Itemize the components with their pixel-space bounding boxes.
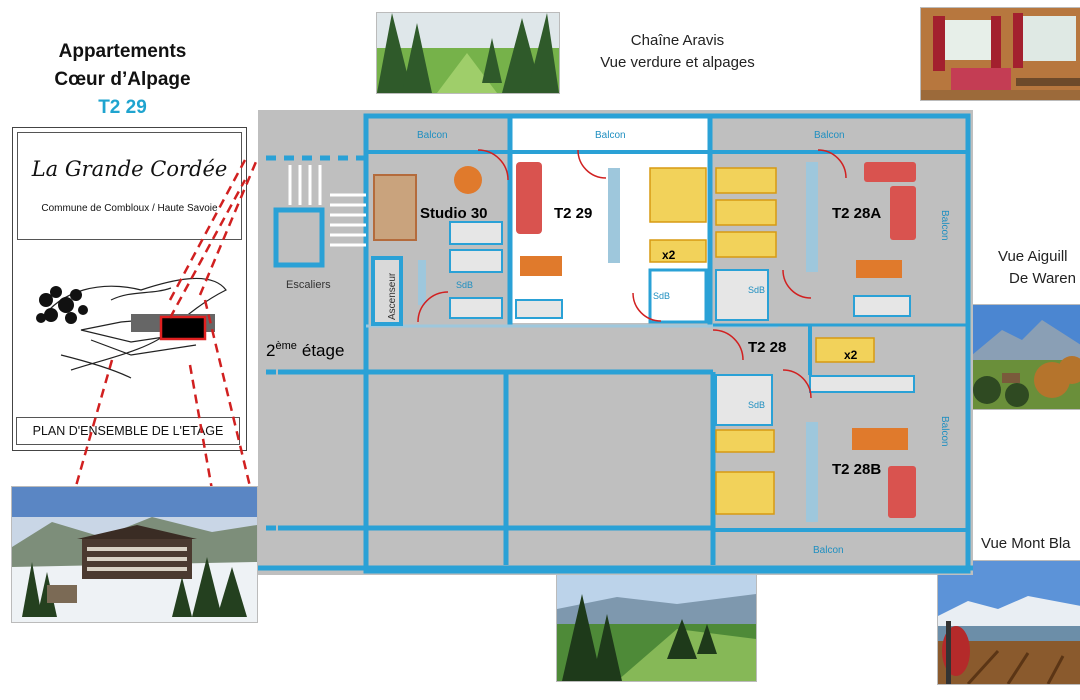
elevator — [371, 256, 403, 326]
sdb-label-t2-29: SdB — [653, 291, 670, 301]
t2-29-sofa — [516, 162, 542, 234]
floor-word: étage — [302, 341, 345, 360]
room-label-studio-30: Studio 30 — [420, 205, 488, 222]
room-label-t2-28: T2 28 — [748, 339, 786, 356]
brochure-header-box: La Grande Cordée Commune de Combloux / H… — [17, 132, 242, 240]
header-title: Appartements Cœur d’Alpage T2 29 — [20, 38, 225, 122]
building-sketch — [36, 277, 227, 379]
x2-label-t2-29: x2 — [662, 248, 676, 262]
brochure-card: La Grande Cordée Commune de Combloux / H… — [12, 127, 247, 451]
studio-bed — [373, 174, 417, 241]
studio-kitchen — [449, 221, 503, 245]
t2-28b-closet — [806, 422, 818, 522]
t2-29-table — [520, 256, 562, 276]
sdb-label-studio: SdB — [456, 280, 473, 290]
label-ascenseur: Ascenseur — [387, 272, 398, 320]
t2-28a-bed-1 — [715, 167, 777, 194]
aravis-caption-line2: Vue verdure et alpages — [600, 54, 755, 71]
aravis-caption: Chaîne Aravis Vue verdure et alpages — [590, 30, 765, 74]
t2-29-closet — [608, 168, 620, 263]
floor-superscript: ème — [275, 340, 296, 352]
t2-29-bathroom — [648, 268, 708, 324]
room-label-t2-29: T2 29 — [554, 205, 592, 222]
x2-label-t2-28: x2 — [844, 348, 858, 362]
t2-28a-table — [856, 260, 902, 278]
t2-28-kitchen — [809, 375, 915, 393]
balcon-label-t2-29: Balcon — [595, 130, 626, 141]
balcon-label-t2-28b: Balcon — [813, 545, 844, 556]
t2-28b-bed-2 — [715, 471, 775, 515]
balcon-label-studio: Balcon — [417, 130, 448, 141]
sdb-label-t2-28a: SdB — [748, 285, 765, 295]
aiguilles-photo — [971, 304, 1080, 410]
header-apartment-code: T2 29 — [98, 97, 147, 118]
balcon-label-east-2: Balcon — [939, 416, 950, 447]
aravis-caption-line1: Chaîne Aravis — [630, 32, 725, 49]
t2-28b-bed-1 — [715, 429, 775, 453]
t2-28b-table — [852, 428, 908, 450]
t2-28a-bed-2 — [715, 199, 777, 226]
t2-29-bunk — [649, 239, 707, 263]
header-line2: Cœur d’Alpage — [54, 69, 191, 90]
t2-28b-sofa — [888, 466, 916, 518]
sdb-label-t2-28b: SdB — [748, 400, 765, 410]
stairs — [273, 165, 366, 268]
t2-28a-closet — [806, 162, 818, 272]
header-line1: Appartements — [58, 41, 187, 62]
t2-29-kitchen — [515, 299, 563, 319]
interior-photo — [920, 7, 1080, 101]
brochure-script-title: La Grande Cordée — [31, 157, 228, 181]
aiguilles-caption-line1: Vue Aiguill — [998, 248, 1068, 265]
aiguilles-caption: Vue Aiguill De Waren — [998, 246, 1080, 290]
studio-table — [454, 166, 482, 194]
floor-plan: Studio 30 T2 29 T2 28A T2 28 T2 28B Esca… — [258, 110, 973, 575]
t2-28a-bed-3 — [715, 231, 777, 258]
label-escaliers: Escaliers — [286, 279, 331, 291]
hotel-photo — [11, 486, 258, 623]
floor-label: 2ème étage — [266, 340, 344, 360]
studio-bath — [449, 249, 503, 273]
t2-28b-bathroom — [715, 374, 773, 426]
t2-28a-sofa-2 — [890, 186, 916, 240]
t2-28a-kitchen — [853, 295, 911, 317]
meadow-photo — [556, 568, 757, 682]
t2-28-bunk — [815, 337, 875, 363]
balcon-label-east-1: Balcon — [939, 210, 950, 241]
floor-number: 2 — [266, 341, 275, 360]
room-label-t2-28a: T2 28A — [832, 205, 881, 222]
mont-blanc-photo — [937, 560, 1080, 685]
mont-blanc-caption: Vue Mont Bla — [981, 535, 1071, 552]
forest-photo — [376, 12, 560, 94]
brochure-commune: Commune de Combloux / Haute Savoie — [41, 203, 218, 214]
t2-29-bed — [649, 167, 707, 223]
t2-28a-bathroom — [715, 269, 769, 321]
plan-label-box: PLAN D'ENSEMBLE DE L'ETAGE — [16, 417, 240, 445]
t2-28a-sofa-1 — [864, 162, 916, 182]
room-label-t2-28b: T2 28B — [832, 461, 881, 478]
studio-sink — [449, 297, 503, 319]
balcon-label-t2-28a: Balcon — [814, 130, 845, 141]
studio-closet — [418, 260, 426, 305]
aiguilles-caption-line2: De Waren — [1009, 270, 1076, 287]
